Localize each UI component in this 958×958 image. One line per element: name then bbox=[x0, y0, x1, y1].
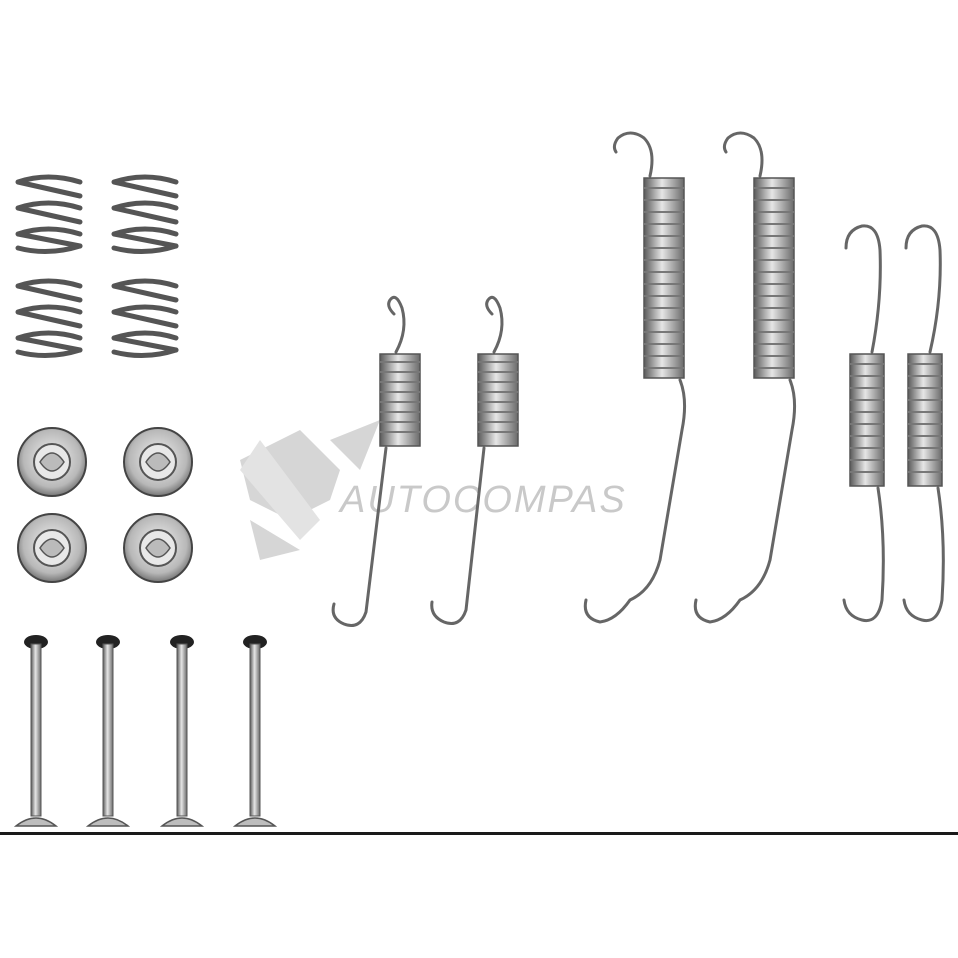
adjuster-spring bbox=[842, 224, 885, 623]
compression-spring bbox=[15, 278, 83, 358]
compression-spring bbox=[111, 174, 179, 254]
adjuster-spring bbox=[902, 224, 945, 623]
hold-down-pin bbox=[159, 635, 205, 827]
long-return-springs bbox=[583, 131, 797, 624]
hold-down-pin bbox=[13, 635, 59, 827]
retainer-cups bbox=[17, 427, 193, 583]
baseline-divider bbox=[0, 832, 958, 835]
hold-down-pin bbox=[85, 635, 131, 827]
short-return-springs bbox=[331, 295, 519, 627]
retainer-cup bbox=[17, 427, 87, 497]
watermark-logo-icon bbox=[240, 420, 380, 560]
adjuster-springs bbox=[842, 224, 945, 623]
compression-spring bbox=[15, 174, 83, 254]
retainer-cup bbox=[17, 513, 87, 583]
long-return-spring bbox=[693, 131, 797, 624]
hold-down-pins bbox=[13, 635, 278, 827]
compression-springs bbox=[15, 174, 179, 358]
short-return-spring bbox=[331, 295, 421, 627]
watermark-text: AUTOCOMPAS bbox=[338, 479, 627, 521]
hold-down-pin bbox=[232, 635, 278, 827]
short-return-spring bbox=[430, 295, 519, 625]
compression-spring bbox=[111, 278, 179, 358]
watermark: AUTOCOMPAS bbox=[240, 420, 627, 560]
retainer-cup bbox=[123, 427, 193, 497]
retainer-cup bbox=[123, 513, 193, 583]
long-return-spring bbox=[583, 131, 687, 624]
